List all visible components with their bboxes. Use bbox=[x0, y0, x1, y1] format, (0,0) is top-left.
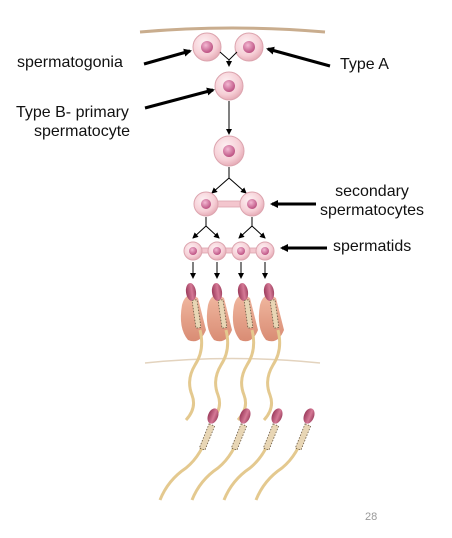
primary-spermatocyte-cell bbox=[213, 135, 245, 167]
page-number: 28 bbox=[365, 511, 378, 523]
basement-membrane bbox=[139, 26, 326, 34]
sertoli-cytoplasm bbox=[180, 295, 284, 342]
label-type-b-line1: Type B- primary bbox=[16, 104, 129, 121]
arrow-spermatogonia bbox=[143, 48, 192, 66]
label-spermatogonia: spermatogonia bbox=[17, 54, 123, 71]
spermatid-cell-2 bbox=[207, 241, 227, 261]
label-spermatids: spermatids bbox=[333, 238, 412, 255]
spermatozoon-3 bbox=[222, 408, 283, 501]
type-b-primary-spermatocyte-cell bbox=[214, 71, 244, 101]
secondary-spermatocyte-cell-right bbox=[239, 191, 265, 217]
secondary-spermatocyte-cell-left bbox=[193, 191, 219, 217]
developing-spermatid-1 bbox=[184, 283, 204, 422]
spermatid-cell-1 bbox=[183, 241, 203, 261]
arrow-type-a bbox=[266, 46, 331, 68]
arrow-type-b bbox=[144, 87, 215, 110]
type-a-spermatogonium-cell bbox=[234, 32, 264, 62]
label-type-a: Type A bbox=[340, 56, 389, 73]
developing-spermatid-3 bbox=[236, 283, 256, 422]
spermatozoon-1 bbox=[158, 408, 219, 501]
label-type-b-primary-spermatocyte: Type B- primary spermatocyte bbox=[16, 103, 130, 141]
spermatogonium-cell-left bbox=[192, 32, 222, 62]
developing-spermatid-2 bbox=[210, 283, 230, 422]
developing-spermatid-4 bbox=[262, 283, 282, 422]
spermatozoon-2 bbox=[190, 408, 251, 501]
spermatid-cell-4 bbox=[255, 241, 275, 261]
label-type-b-line2: spermatocyte bbox=[34, 123, 131, 140]
label-secondary-spermatocytes: secondary spermatocytes bbox=[320, 182, 424, 220]
label-secondary-line2: spermatocytes bbox=[320, 202, 425, 219]
spermatid-cell-3 bbox=[231, 241, 251, 261]
spermatozoon-4 bbox=[254, 408, 315, 501]
label-secondary-line1: secondary bbox=[335, 183, 409, 200]
lumen-boundary bbox=[144, 357, 321, 364]
